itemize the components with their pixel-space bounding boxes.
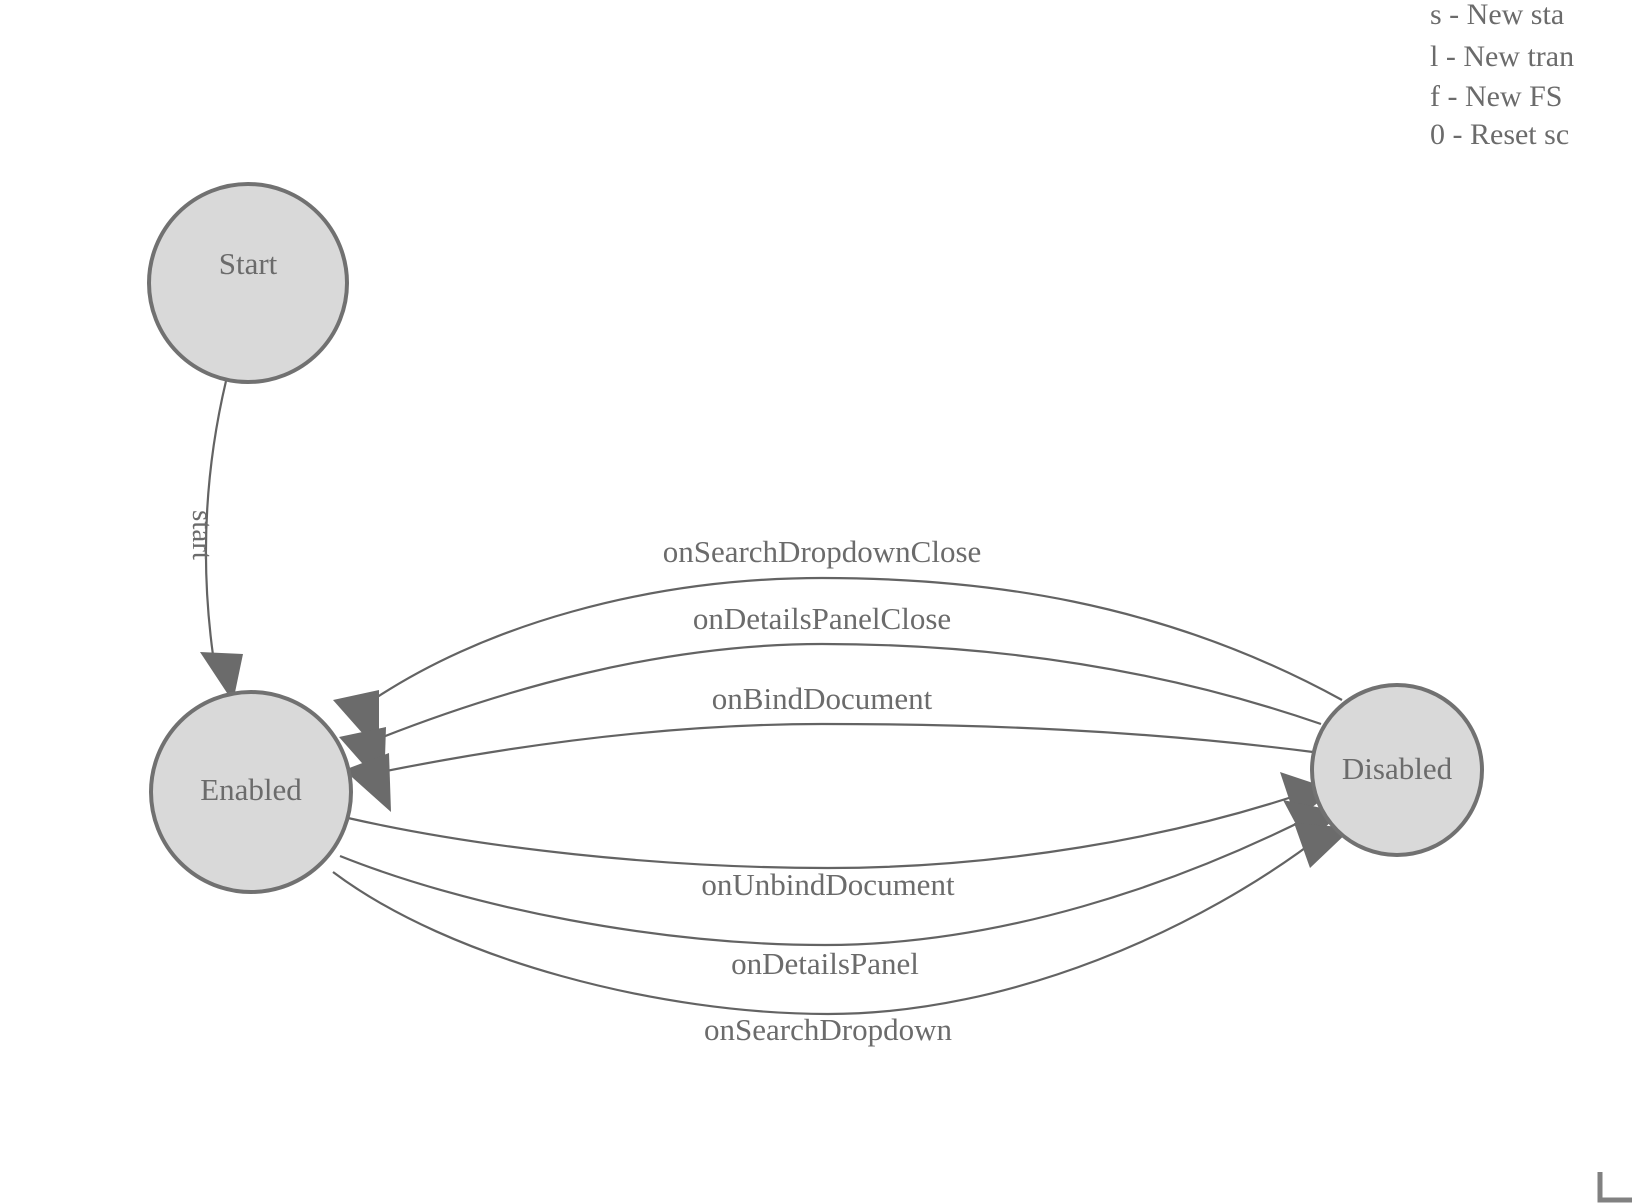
edge-path-bind-document[interactable] [375, 722, 1314, 775]
state-label-disabled: Disabled [1342, 751, 1453, 786]
transition-enabled-to-disabled-search[interactable] [332, 823, 1352, 1016]
edge-path-details-panel[interactable] [339, 815, 1313, 947]
arrowhead-search-dropdown [1294, 823, 1352, 868]
state-node-start[interactable]: Start [147, 182, 349, 384]
state-label-start: Start [219, 246, 278, 281]
state-label-enabled: Enabled [200, 772, 302, 807]
edge-label-unbind-document: onUnbindDocument [701, 867, 955, 902]
edge-path-start-enabled[interactable] [204, 380, 228, 656]
edge-path-details-panel-close[interactable] [369, 642, 1322, 744]
state-node-disabled[interactable]: Disabled [1310, 683, 1484, 857]
state-circle-start[interactable] [147, 182, 349, 384]
state-circle-enabled[interactable] [149, 690, 353, 894]
edge-label-start: start [186, 510, 218, 560]
edge-label-details-panel-close: onDetailsPanelClose [693, 601, 951, 636]
legend-line-new-fsm: f - New FS [1430, 80, 1563, 113]
state-circle-disabled[interactable] [1310, 683, 1484, 857]
arrowhead-start-enabled [200, 652, 243, 702]
keyboard-shortcuts-legend: s - New sta l - New tran f - New FS 0 - … [1430, 0, 1574, 151]
nodes-layer: Start Enabled Disabled [147, 182, 1484, 894]
transition-start-to-enabled[interactable] [200, 380, 243, 702]
arrowhead-bind-document [344, 753, 391, 812]
edge-label-details-panel: onDetailsPanel [731, 946, 919, 981]
edge-label-search-dropdown-close: onSearchDropdownClose [663, 534, 982, 569]
edge-path-search-dropdown-close[interactable] [363, 576, 1343, 707]
edge-labels-layer: start onSearchDropdownClose onDetailsPan… [186, 510, 981, 1047]
edge-label-bind-document: onBindDocument [712, 681, 933, 716]
frame-corner-path [1597, 1172, 1632, 1203]
edge-path-unbind-document[interactable] [347, 791, 1305, 870]
transition-enabled-to-disabled-unbind[interactable] [347, 772, 1334, 870]
legend-line-new-transition: l - New tran [1430, 40, 1574, 73]
transition-disabled-to-enabled-bind[interactable] [344, 722, 1314, 812]
viewport-frame-corner [1597, 1172, 1632, 1203]
edges-layer [200, 380, 1352, 1016]
edge-label-search-dropdown: onSearchDropdown [704, 1012, 952, 1047]
legend-line-new-state: s - New sta [1430, 0, 1564, 31]
state-node-enabled[interactable]: Enabled [149, 690, 353, 894]
legend-line-reset-scale: 0 - Reset sc [1430, 118, 1569, 151]
edge-path-search-dropdown[interactable] [332, 832, 1326, 1016]
transition-disabled-to-enabled-details-close[interactable] [339, 642, 1322, 788]
